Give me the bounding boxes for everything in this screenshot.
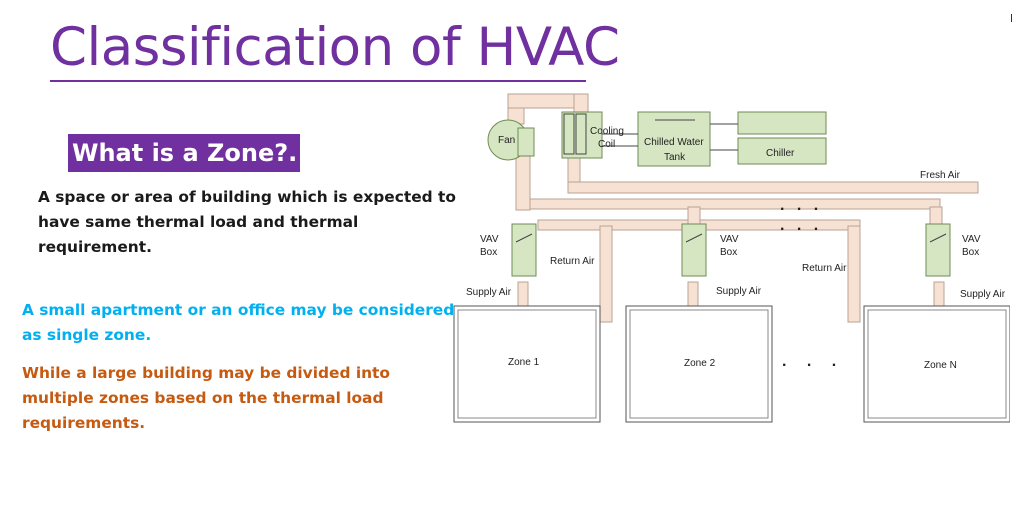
ellipsis-mid: . . . [780,217,822,234]
fresh-air-label: Fresh Air [920,170,961,181]
duct-supply-stub-1 [517,281,529,307]
large-building-note: While a large building may be divided in… [22,361,422,436]
ellipsis-zones: . . . [782,353,844,370]
supply-air-label-1: Supply Air [466,287,512,298]
fan-label: Fan [498,135,515,146]
duct-fresh-air [567,181,979,194]
cooling-coil-label-2: Coil [598,139,615,150]
definition-line-1: A space or area of building which is exp… [38,188,456,206]
duct-supply-stub-3 [933,281,945,307]
small-line-2: as single zone. [22,326,152,344]
title-underline [50,80,586,82]
chiller-bottom [737,137,827,165]
large-line-2: multiple zones based on the thermal load [22,389,384,407]
vav-box-3 [925,223,951,277]
edge-marker [1011,14,1012,22]
hvac-zone-diagram: Fan Cooling Coil Chilled Water Tank Chil… [453,93,1010,423]
large-line-1: While a large building may be divided in… [22,364,390,382]
small-line-1: A small apartment or an office may be co… [22,301,455,319]
vav-2-label-2: Box [720,247,737,258]
vav-box-1 [511,223,537,277]
cooling-coil [561,111,603,159]
return-air-label-2: Return Air [802,263,847,274]
page-title: Classification of HVAC [50,17,620,78]
return-air-label-1: Return Air [550,256,595,267]
duct-return-drop-2 [847,225,861,323]
zone-1-label: Zone 1 [508,357,540,368]
zone-definition: A space or area of building which is exp… [38,185,468,260]
definition-line-2: have same thermal load and thermal [38,213,359,231]
chilled-water-label-1: Chilled Water [644,137,704,148]
vav-1-label-2: Box [480,247,497,258]
duct-return-drop-1 [599,225,613,323]
zone-2-room [625,305,773,423]
fan-outlet [517,127,535,157]
vav-3-label-1: VAV [962,234,981,245]
vav-1-label-1: VAV [480,234,499,245]
chiller-label: Chiller [766,148,795,159]
chilled-water-label-2: Tank [664,152,686,163]
supply-air-label-3: Supply Air [960,289,1006,300]
subtitle-banner: What is a Zone?. [68,134,300,172]
chilled-water-tank [637,111,711,167]
zone-n-label: Zone N [924,360,957,371]
zone-1-room [453,305,601,423]
vav-box-2 [681,223,707,277]
zone-2-label: Zone 2 [684,358,716,369]
duct-supply-stub-2 [687,281,699,307]
vav-2-label-1: VAV [720,234,739,245]
definition-line-3: requirement. [38,238,152,256]
supply-air-label-2: Supply Air [716,286,762,297]
cooling-coil-label-1: Cooling [590,126,624,137]
ellipsis-top: . . . [780,197,822,214]
duct-supply-main [515,151,531,211]
vav-3-label-2: Box [962,247,979,258]
large-line-3: requirements. [22,414,146,432]
duct-supply-header [529,198,941,210]
chiller-top [737,111,827,135]
small-building-note: A small apartment or an office may be co… [22,298,462,348]
zone-n-room [863,305,1010,423]
